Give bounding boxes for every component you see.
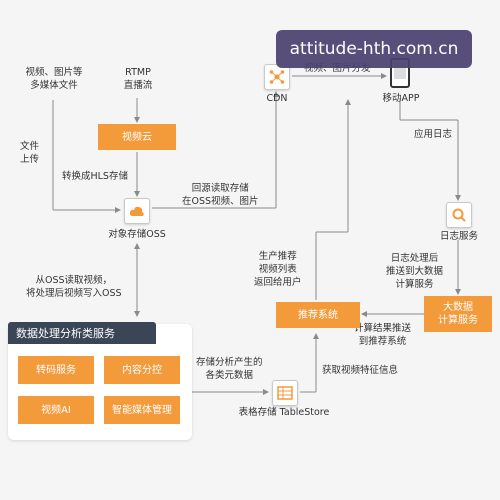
watermark: attitude-hth.com.cn (276, 30, 472, 68)
label-origin-fetch: 回源读取存储 在OSS视频、图片 (182, 183, 259, 207)
label-upload: 文件 上传 (20, 141, 40, 165)
service-transcode: 转码服务 (18, 356, 94, 384)
node-mobile-app-label: 移动APP (382, 93, 420, 104)
service-smart-media: 智能媒体管理 (104, 396, 180, 424)
label-store-meta: 存储分析产生的 各类元数据 (196, 357, 263, 381)
network-icon (269, 70, 285, 84)
node-media-files: 视频、图片等 多媒体文件 (25, 67, 83, 91)
tablestore-node-icon (272, 380, 298, 406)
label-app-log: 应用日志 (414, 129, 453, 140)
data-processing-title: 数据处理分析类服务 (8, 322, 156, 344)
node-recommend: 推荐系统 (276, 302, 360, 328)
label-hls: 转换成HLS存储 (62, 171, 128, 182)
log-node-icon (446, 202, 472, 228)
label-distribute: 视频、图片分发 (304, 63, 371, 74)
node-oss-label: 对象存储OSS (108, 229, 166, 240)
label-recommend-list: 生产推荐 视频列表 返回给用户 (254, 251, 302, 288)
node-cdn-label: CDN (266, 93, 288, 104)
table-icon (277, 386, 293, 400)
node-tablestore-label: 表格存储 TableStore (238, 407, 330, 418)
label-log-processed: 日志处理后 推送到大数据 计算服务 (386, 253, 444, 290)
label-compute-push: 计算结果推送 到推荐系统 (354, 323, 412, 347)
cloud-icon (129, 206, 144, 216)
node-video-cloud: 视频云 (98, 124, 176, 150)
oss-node-icon (124, 198, 150, 224)
node-rtmp: RTMP 直播流 (123, 67, 153, 91)
node-big-data: 大数据 计算服务 (424, 296, 492, 332)
label-oss-read: 从OSS读取视频， 将处理后视频写入OSS (26, 275, 122, 299)
service-content-moderation: 内容分控 (104, 356, 180, 384)
label-fetch-features: 获取视频特征信息 (322, 365, 399, 376)
node-log-service-label: 日志服务 (439, 231, 478, 242)
search-icon (452, 208, 466, 222)
service-video-ai: 视频AI (18, 396, 94, 424)
